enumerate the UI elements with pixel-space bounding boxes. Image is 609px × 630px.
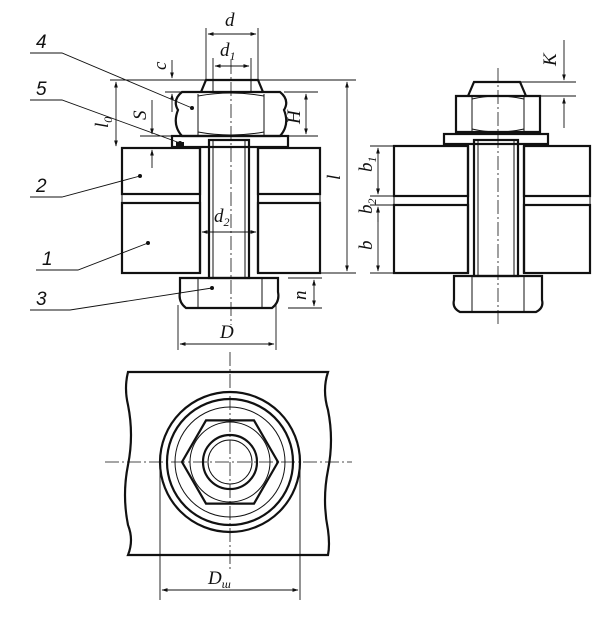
dimension-labels: d d1 c S l0 H l d2 n D K b1 b2 b Dш	[92, 10, 561, 591]
nut	[174, 90, 288, 138]
dimension-lines	[110, 28, 576, 600]
dim-D: D	[219, 322, 234, 343]
right-section-view	[392, 68, 592, 325]
left-section-view	[120, 60, 322, 325]
dim-d2: d2	[214, 206, 230, 229]
part-label-4: 4	[36, 32, 47, 53]
dim-c: c	[150, 61, 171, 70]
washer	[170, 134, 290, 149]
upper-plate	[120, 146, 202, 196]
plan-view	[105, 352, 352, 572]
part-label-3: 3	[36, 289, 47, 310]
dim-Dw: Dш	[207, 568, 231, 591]
dim-l0: l0	[92, 117, 115, 128]
dim-b: b	[356, 241, 377, 251]
part-label-2: 2	[35, 176, 47, 197]
part-label-1: 1	[42, 249, 53, 270]
dim-K: K	[540, 52, 561, 67]
dim-n: n	[290, 291, 311, 301]
dim-H: H	[284, 109, 305, 125]
dim-d: d	[225, 10, 235, 31]
dim-b2: b2	[356, 199, 379, 215]
dim-S: S	[130, 110, 151, 120]
dim-b1: b1	[356, 157, 379, 173]
dim-d1: d1	[220, 40, 236, 63]
part-numbers: 4 5 2 1 3	[35, 32, 53, 310]
lower-plate	[120, 201, 202, 275]
bolt-head	[178, 276, 280, 310]
part-leaders	[30, 52, 214, 311]
gasket-layer	[121, 193, 201, 204]
plate-outline	[123, 370, 333, 557]
dim-l: l	[324, 175, 345, 180]
part-label-5: 5	[36, 79, 47, 100]
